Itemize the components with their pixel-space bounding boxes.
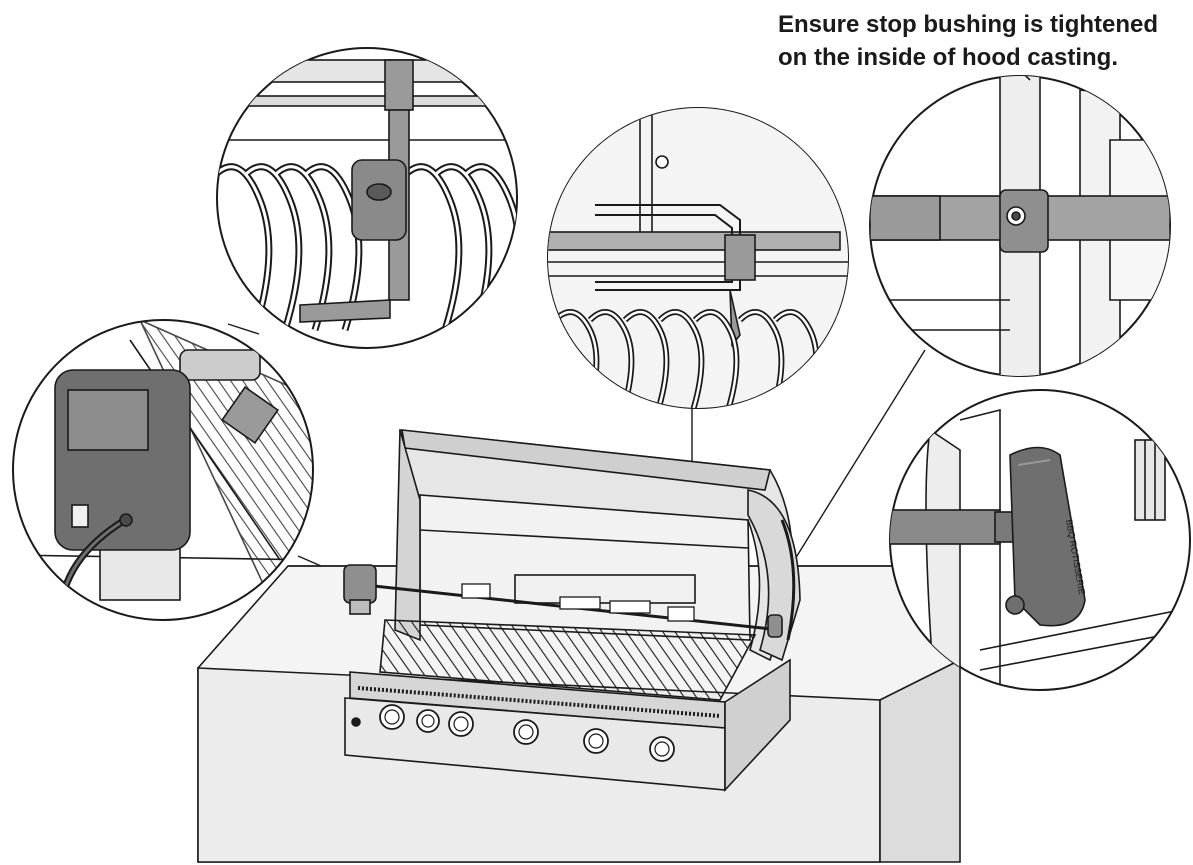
detail-rotisserie-motor [12,319,314,621]
leader-spit-fork [227,323,260,335]
knob-6 [649,736,675,762]
knob-3 [448,711,474,737]
detail-stop-bushing [869,75,1171,377]
grill [343,429,801,793]
detail-meat-forks [547,107,849,409]
warming-rack [514,574,696,604]
caption-line-2: on the inside of hood casting. [778,44,1118,71]
control-knobs [379,704,675,762]
leader-bushing [781,349,926,581]
detail-spit-handle: BBQ ROTISSERIE [889,389,1191,691]
detail-spit-fork [216,47,518,349]
knob-4 [513,719,539,745]
stop-bushing-caption: Ensure stop bushing is tightened on the … [778,8,1188,74]
spit-handle-small [767,614,783,638]
rod-forks [461,583,695,622]
cooking-grate [379,619,757,701]
rotisserie-motor-small [343,564,377,615]
caption-line-1: Ensure stop bushing is tightened [778,11,1159,38]
knob-1 [379,704,405,730]
knob-2 [416,709,440,733]
grill-hood [399,429,794,662]
island-side [879,658,961,863]
knob-5 [583,728,609,754]
